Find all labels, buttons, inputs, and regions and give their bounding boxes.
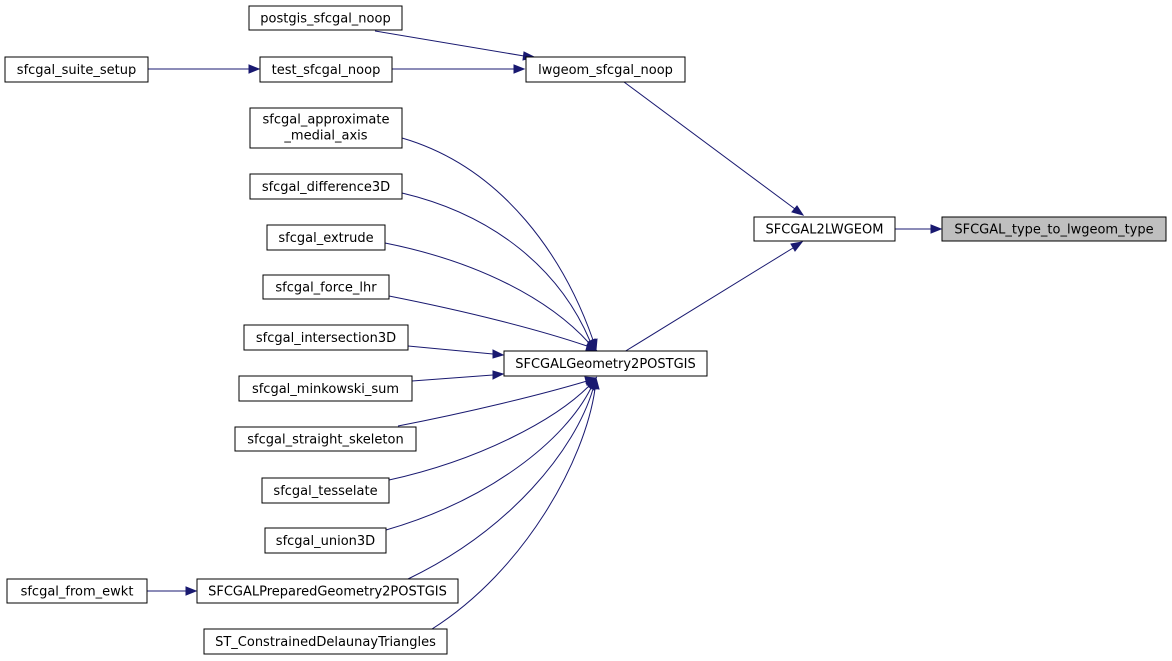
node-st-constraineddelaunaytriangles[interactable]: ST_ConstrainedDelaunayTriangles (203, 628, 448, 655)
node-label: sfcgal_straight_skeleton (247, 433, 403, 448)
node-test-sfcgal-noop[interactable]: test_sfcgal_noop (259, 56, 393, 83)
node-label: sfcgal_union3D (276, 534, 375, 549)
node-label: sfcgal_extrude (278, 231, 373, 246)
node-sfcgalpreparedgeometry2postgis[interactable]: SFCGALPreparedGeometry2POSTGIS (196, 578, 459, 604)
node-sfcgal-approximate-medial-axis[interactable]: sfcgal_approximate _medial_axis (249, 107, 403, 149)
node-label: sfcgal_approximate (263, 113, 390, 128)
node-label: sfcgal_from_ewkt (21, 585, 134, 600)
edge-delaunay-to-sfcgalgeometry2postgis (431, 376, 600, 630)
edge-straight-skeleton-to-sfcgalgeometry2postgis (397, 376, 598, 427)
node-label: sfcgal_difference3D (262, 180, 390, 195)
edge-union3d-to-sfcgalgeometry2postgis (385, 376, 597, 531)
node-label: test_sfcgal_noop (272, 63, 381, 78)
node-sfcgal-minkowski-sum[interactable]: sfcgal_minkowski_sum (238, 375, 413, 402)
node-label: sfcgal_intersection3D (256, 331, 396, 346)
node-label: sfcgal_suite_setup (17, 63, 136, 78)
node-sfcgal-difference3d[interactable]: sfcgal_difference3D (249, 173, 403, 200)
edge-sfcgalgeometry2postgis-to-sfcgal2lwgeom (623, 241, 804, 353)
node-sfcgal-suite-setup[interactable]: sfcgal_suite_setup (4, 56, 149, 83)
node-label: sfcgal_minkowski_sum (252, 382, 399, 397)
edge-approx-medial-to-sfcgalgeometry2postgis (401, 137, 598, 352)
edge-intersection3d-to-sfcgalgeometry2postgis (407, 345, 505, 359)
edge-lwgeom-sfcgal-noop-to-sfcgal2lwgeom (623, 81, 805, 216)
node-label: sfcgal_tesselate (273, 484, 377, 499)
node-label: ST_ConstrainedDelaunayTriangles (215, 635, 436, 650)
node-label: SFCGALGeometry2POSTGIS (515, 357, 696, 372)
node-sfcgal-intersection3d[interactable]: sfcgal_intersection3D (243, 324, 409, 351)
node-label: sfcgal_force_lhr (275, 281, 377, 296)
node-sfcgal-straight-skeleton[interactable]: sfcgal_straight_skeleton (234, 426, 417, 452)
node-sfcgal-type-to-lwgeom-type[interactable]: SFCGAL_type_to_lwgeom_type (941, 216, 1167, 242)
node-label: postgis_sfcgal_noop (260, 12, 390, 27)
node-sfcgal-force-lhr[interactable]: sfcgal_force_lhr (262, 274, 390, 300)
edge-test-sfcgal-noop-to-lwgeom-sfcgal-noop (392, 64, 526, 74)
edge-sfcgal2lwgeom-to-root (895, 224, 943, 234)
node-sfcgal-extrude[interactable]: sfcgal_extrude (266, 224, 386, 251)
edge-force-lhr-to-sfcgalgeometry2postgis (388, 295, 598, 351)
edge-extrude-to-sfcgalgeometry2postgis (384, 242, 597, 352)
node-label-line2: _medial_axis (283, 129, 367, 144)
edge-difference3d-to-sfcgalgeometry2postgis (401, 192, 597, 352)
edge-from-ewkt-to-prepared2postgis (147, 586, 198, 596)
node-sfcgal-union3d[interactable]: sfcgal_union3D (264, 527, 387, 554)
edge-postgis-sfcgal-noop-to-lwgeom-sfcgal-noop (374, 30, 536, 61)
node-sfcgal-from-ewkt[interactable]: sfcgal_from_ewkt (6, 578, 148, 604)
node-label: SFCGAL2LWGEOM (766, 223, 884, 238)
node-sfcgal-tesselate[interactable]: sfcgal_tesselate (261, 477, 390, 504)
node-sfcgal2lwgeom[interactable]: SFCGAL2LWGEOM (753, 216, 896, 242)
node-label: SFCGAL_type_to_lwgeom_type (954, 223, 1153, 238)
edge-tesselate-to-sfcgalgeometry2postgis (388, 376, 598, 481)
node-label: SFCGALPreparedGeometry2POSTGIS (208, 585, 447, 600)
node-label: lwgeom_sfcgal_noop (538, 63, 673, 78)
edge-minkowski-to-sfcgalgeometry2postgis (411, 370, 505, 382)
node-postgis-sfcgal-noop[interactable]: postgis_sfcgal_noop (248, 5, 403, 31)
node-lwgeom-sfcgal-noop[interactable]: lwgeom_sfcgal_noop (525, 56, 686, 83)
edge-sfcgal-suite-setup-to-test-sfcgal-noop (148, 64, 261, 74)
node-sfcgalgeometry2postgis[interactable]: SFCGALGeometry2POSTGIS (503, 350, 708, 377)
